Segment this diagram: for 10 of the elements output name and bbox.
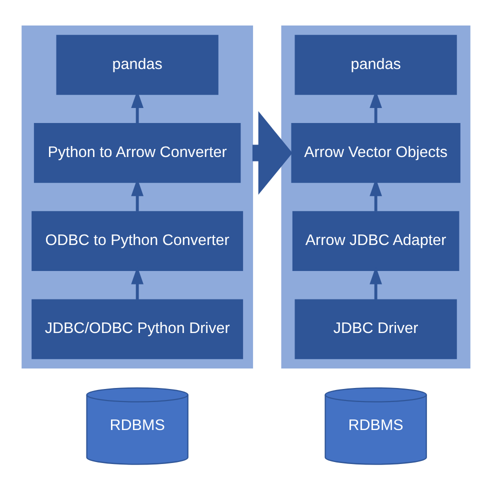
- cluster: [22, 25, 254, 368]
- node-box: Arrow Vector Objects: [291, 122, 460, 182]
- node-box: JDBC/ODBC Python Driver: [32, 298, 244, 359]
- node-box: pandas: [56, 34, 218, 94]
- node-box: ODBC to Python Converter: [32, 210, 244, 271]
- node-box: Python to Arrow Converter: [34, 122, 241, 182]
- node-box: Arrow JDBC Adapter: [292, 210, 460, 271]
- node-box: JDBC Driver: [294, 298, 457, 359]
- cluster: [281, 25, 470, 368]
- node-box: pandas: [294, 34, 457, 94]
